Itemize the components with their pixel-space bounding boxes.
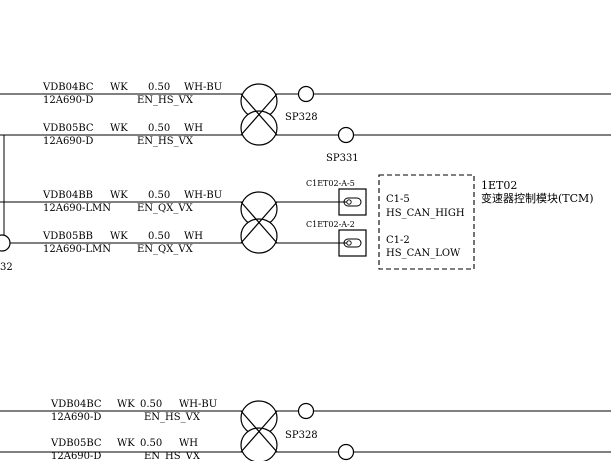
wire-color: WH-BU [184,190,222,201]
wire-name: VDB04BB [42,190,93,201]
wire-harness: 12A690-D [43,136,93,147]
splice-label: SP328 [285,430,318,441]
wire-color: WH-BU [179,399,217,410]
terminal-icon [0,234,11,252]
wire-harness: 12A690-D [51,412,101,423]
wire-gauge: 0.50 [140,399,162,410]
bottom-section: VDB04BC WK 0.50 WH-BU 12A690-D EN_HS_VX … [0,399,611,461]
wire-net: EN_QX_VX [137,203,194,214]
wire-color-code: WK [110,82,128,93]
wire-name: VDB05BC [42,123,94,134]
wire-harness: 12A690-LMN [43,244,111,255]
twisted-pair-icon [240,400,278,461]
wire-net: EN_HS_VX [137,136,194,147]
wire-color-code: WK [110,231,128,242]
module-signal: HS_CAN_HIGH [386,208,465,219]
wire-color-code: WK [110,123,128,134]
middle-section: 32 VDB04BB WK 0.50 WH-BU 12A690-LMN EN_Q… [0,174,594,273]
wire-gauge: 0.50 [140,438,162,449]
wire-color: WH [179,438,198,449]
wire-harness: 12A690-D [51,451,101,461]
wire-gauge: 0.50 [148,123,170,134]
connector-pin-icon [338,229,367,257]
splice-icon [337,126,355,144]
wire-color-code: WK [117,438,135,449]
module-pin: C1-2 [386,235,410,246]
top-section: VDB04BC WK 0.50 WH-BU 12A690-D EN_HS_VX … [0,82,611,237]
wire-net: EN_HS_VX [144,451,201,461]
wire-color-code: WK [110,190,128,201]
wire-gauge: 0.50 [148,231,170,242]
splice-label: SP331 [326,153,359,164]
wire-harness: 12A690-D [43,95,93,106]
splice-label: SP328 [285,112,318,123]
module-box [378,174,475,270]
wire-color: WH [184,231,203,242]
wire-gauge: 0.50 [148,82,170,93]
module-id: 1ET02 [481,179,517,192]
splice-icon [297,85,315,103]
module-pin: C1-5 [386,194,410,205]
wire-name: VDB04BC [50,399,102,410]
wire-net: EN_HS_VX [144,412,201,423]
module-signal: HS_CAN_LOW [386,248,461,259]
splice-icon [337,443,355,461]
wire-name: VDB05BB [42,231,93,242]
connector-pin-icon [338,188,367,216]
wire-color: WH [184,123,203,134]
wire-color-code: WK [117,399,135,410]
splice-icon [297,402,315,420]
wire-net: EN_HS_VX [137,95,194,106]
wire-color: WH-BU [184,82,222,93]
twisted-pair-icon [240,191,278,254]
twisted-pair-icon [240,83,278,146]
wire-harness: 12A690-LMN [43,203,111,214]
left-edge-ref: 32 [0,262,13,273]
connector-label: C1ET02-A-5 [306,179,355,188]
wire-net: EN_QX_VX [137,244,194,255]
connector-label: C1ET02-A-2 [306,220,355,229]
wire-name: VDB04BC [42,82,94,93]
module-name: 变速器控制模块(TCM) [481,191,594,205]
wire-name: VDB05BC [50,438,102,449]
wire-gauge: 0.50 [148,190,170,201]
